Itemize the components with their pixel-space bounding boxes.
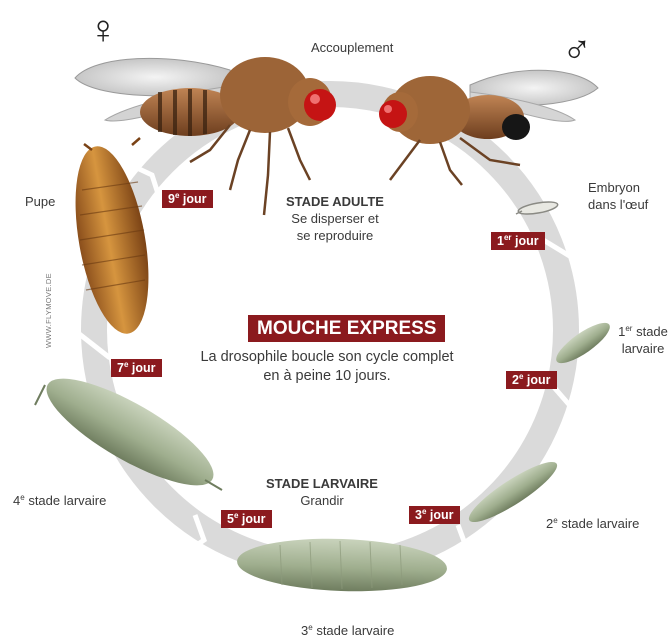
day-2-ordinal: e xyxy=(519,372,523,381)
day-1-ordinal: er xyxy=(504,233,512,242)
day-3-ordinal: e xyxy=(422,507,426,516)
day-3-word: jour xyxy=(430,508,454,522)
larval-stage-heading: STADE LARVAIRE xyxy=(262,475,382,492)
first-instar-word: stade xyxy=(636,324,668,339)
third-instar-text: stade larvaire xyxy=(316,623,394,638)
embryo-label-line2: dans l'œuf xyxy=(588,196,648,213)
day-2-number: 2 xyxy=(512,373,519,387)
first-instar-label: 1er stade larvaire xyxy=(618,323,668,357)
day-1-word: jour xyxy=(515,234,539,248)
embryo-label-line1: Embryon xyxy=(588,179,648,196)
larval-stage-block: STADE LARVAIRE Grandir xyxy=(262,475,382,509)
second-instar-text: stade larvaire xyxy=(561,516,639,531)
day-9-word: jour xyxy=(183,192,207,206)
day-badge-2: 2e jour xyxy=(506,371,557,389)
source-credit: WWW.FLYMOVE.DE xyxy=(44,273,53,348)
day-badge-3: 3e jour xyxy=(409,506,460,524)
day-9-ordinal: e xyxy=(175,191,179,200)
adult-stage-block: STADE ADULTE Se disperser et se reprodui… xyxy=(275,193,395,244)
second-instar-label: 2e stade larvaire xyxy=(546,515,639,532)
day-badge-1: 1er jour xyxy=(491,232,545,250)
diagram-title: MOUCHE EXPRESS xyxy=(248,315,445,342)
male-symbol-icon: ♂ xyxy=(562,30,592,70)
adult-stage-line1: Se disperser et xyxy=(275,210,395,227)
day-7-ordinal: e xyxy=(124,360,128,369)
day-5-number: 5 xyxy=(227,512,234,526)
day-badge-5: 5e jour xyxy=(221,510,272,528)
first-instar-line2: larvaire xyxy=(618,340,668,357)
day-5-word: jour xyxy=(242,512,266,526)
mating-label: Accouplement xyxy=(311,39,393,56)
day-9-number: 9 xyxy=(168,192,175,206)
third-instar-ordinal: e xyxy=(308,623,312,632)
day-badge-9: 9e jour xyxy=(162,190,213,208)
day-2-word: jour xyxy=(527,373,551,387)
fourth-instar-label: 4e stade larvaire xyxy=(13,492,106,509)
embryo-label: Embryon dans l'œuf xyxy=(588,179,648,213)
day-badge-7: 7e jour xyxy=(111,359,162,377)
day-3-number: 3 xyxy=(415,508,422,522)
second-instar-ordinal: e xyxy=(553,516,557,525)
diagram-subtitle: La drosophile boucle son cycle complet e… xyxy=(192,348,462,386)
fourth-instar-text: stade larvaire xyxy=(28,493,106,508)
female-symbol-icon: ♀ xyxy=(88,10,118,50)
third-instar-label: 3e stade larvaire xyxy=(301,622,394,639)
fourth-instar-ordinal: e xyxy=(20,493,24,502)
first-instar-ordinal: er xyxy=(625,324,632,333)
adult-stage-line2: se reproduire xyxy=(275,227,395,244)
day-1-number: 1 xyxy=(497,234,504,248)
day-7-number: 7 xyxy=(117,361,124,375)
adult-stage-heading: STADE ADULTE xyxy=(275,193,395,210)
day-5-ordinal: e xyxy=(234,511,238,520)
pupa-label: Pupe xyxy=(25,193,55,210)
larval-stage-line1: Grandir xyxy=(262,492,382,509)
day-7-word: jour xyxy=(132,361,156,375)
